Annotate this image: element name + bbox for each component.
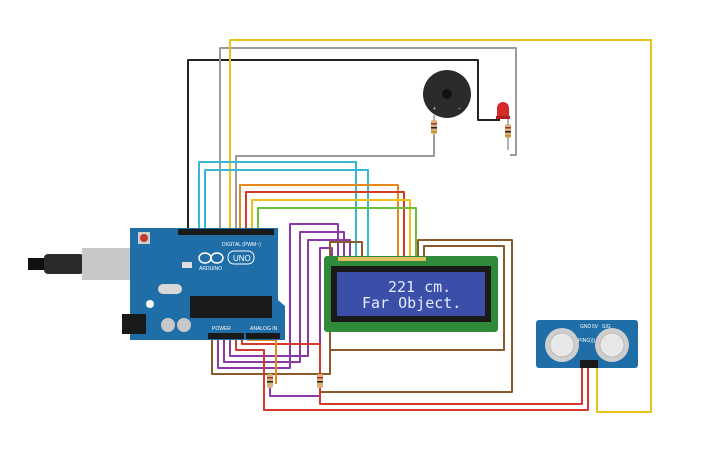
analog-header [246, 333, 280, 339]
arduino-board [130, 228, 285, 340]
resistor-buzzer[interactable] [431, 115, 437, 140]
capacitor-1 [161, 318, 175, 332]
sensor-pins [580, 360, 598, 368]
wire-red-power-1[interactable] [235, 334, 589, 411]
crystal [158, 284, 182, 294]
wire-gray-buzzer[interactable] [219, 47, 517, 228]
wire-black-buzzer[interactable] [187, 59, 500, 228]
piezo-buzzer[interactable]: + − [423, 70, 471, 118]
wire-green-lcd[interactable] [257, 207, 417, 256]
arduino-model: UNO [233, 254, 251, 263]
sensor-pin-5v: 5V [592, 324, 599, 330]
capacitor-2 [177, 318, 191, 332]
digital-header [178, 229, 274, 235]
wire-cyan-2[interactable] [204, 169, 369, 256]
usb-port [82, 248, 132, 280]
buzzer-plus-label: + [433, 106, 436, 112]
lcd-pin-header [338, 257, 426, 261]
lcd-16x2[interactable]: 221 cm. Far Object. [324, 256, 498, 332]
wire-purple-4[interactable] [269, 247, 333, 397]
wire-yellow-sensor[interactable] [229, 39, 652, 413]
wire-red-power-2[interactable] [241, 334, 583, 405]
resistor-lcd-2[interactable] [317, 374, 323, 388]
usb-cable-end [28, 258, 46, 270]
resistor-led[interactable] [505, 115, 511, 150]
wire-brown-3[interactable] [330, 245, 505, 351]
usb-cable [44, 254, 84, 274]
red-led[interactable] [496, 102, 510, 119]
ultrasonic-sensor[interactable]: PING))) GND 5V SIG [536, 320, 638, 368]
arduino-brand: ARDUINO [199, 266, 222, 272]
sensor-pin-sig: SIG [602, 324, 611, 330]
wire-orange-lcd[interactable] [239, 184, 399, 256]
wires [187, 39, 652, 413]
power-label: POWER [212, 326, 231, 332]
lcd-line-2: Far Object. [362, 294, 461, 312]
sensor-pin-gnd: GND [580, 324, 592, 330]
atmega-chip [190, 296, 272, 318]
power-header [208, 333, 244, 339]
wire-yellow-lcd[interactable] [251, 199, 411, 256]
wire-purple-2[interactable] [223, 231, 345, 363]
sensor-model: PING))) [578, 338, 596, 344]
wire-purple-1[interactable] [217, 223, 339, 369]
wire-red-lcd[interactable] [245, 191, 405, 256]
wire-gray-resistor[interactable] [235, 135, 435, 228]
digital-label: DIGITAL (PWM~) [222, 242, 261, 248]
resistor-lcd-1[interactable] [267, 374, 273, 388]
analog-label: ANALOG IN [250, 326, 278, 332]
buzzer-minus-label: − [458, 106, 461, 112]
lcd-line-1: 221 cm. [388, 278, 451, 296]
lcd-screen [337, 272, 485, 316]
dc-jack [122, 314, 146, 334]
arduino-uno[interactable]: DIGITAL (PWM~) ARDUINO UNO POWER ANALOG … [28, 228, 285, 340]
